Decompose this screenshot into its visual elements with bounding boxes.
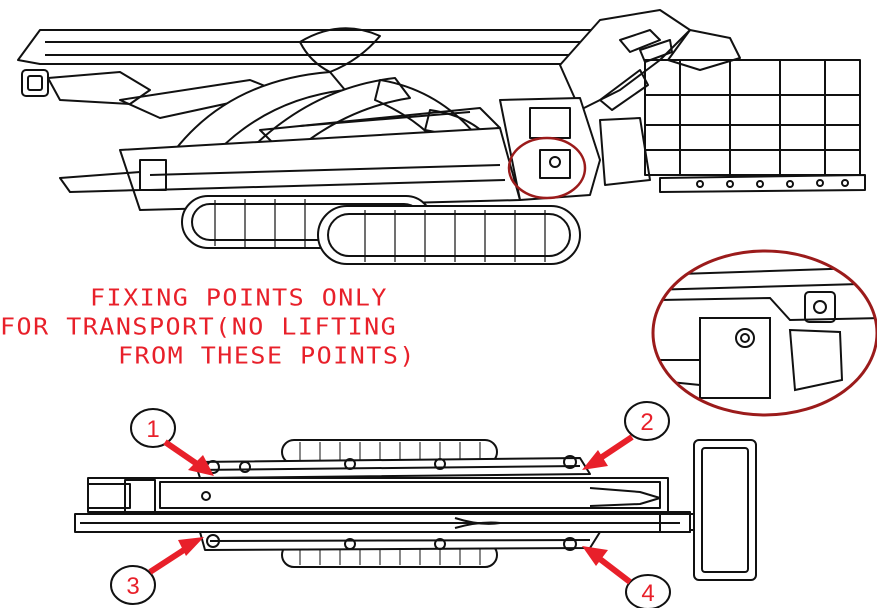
callout-2: 2	[582, 401, 670, 470]
callouts: 1 2 3 4	[110, 401, 671, 608]
fixing-point-detail-icon	[735, 328, 755, 348]
machine-top-view	[74, 439, 757, 581]
transport-note-line-3: FROM THESE POINTS)	[118, 342, 416, 369]
callout-1-label: 1	[146, 416, 159, 443]
callout-3: 3	[110, 537, 204, 605]
transport-note-line-1: FIXING POINTS ONLY	[90, 284, 388, 311]
detail-zoom-view	[651, 249, 877, 417]
callout-2-label: 2	[640, 409, 653, 436]
callout-3-label: 3	[126, 573, 139, 600]
transport-note-line-2: FOR TRANSPORT(NO LIFTING	[0, 313, 398, 340]
machine-side-view	[17, 9, 866, 265]
callout-4: 4	[582, 546, 671, 608]
side-view-highlight-circle	[507, 136, 587, 200]
callout-1: 1	[130, 408, 214, 476]
callout-4-label: 4	[641, 580, 654, 607]
